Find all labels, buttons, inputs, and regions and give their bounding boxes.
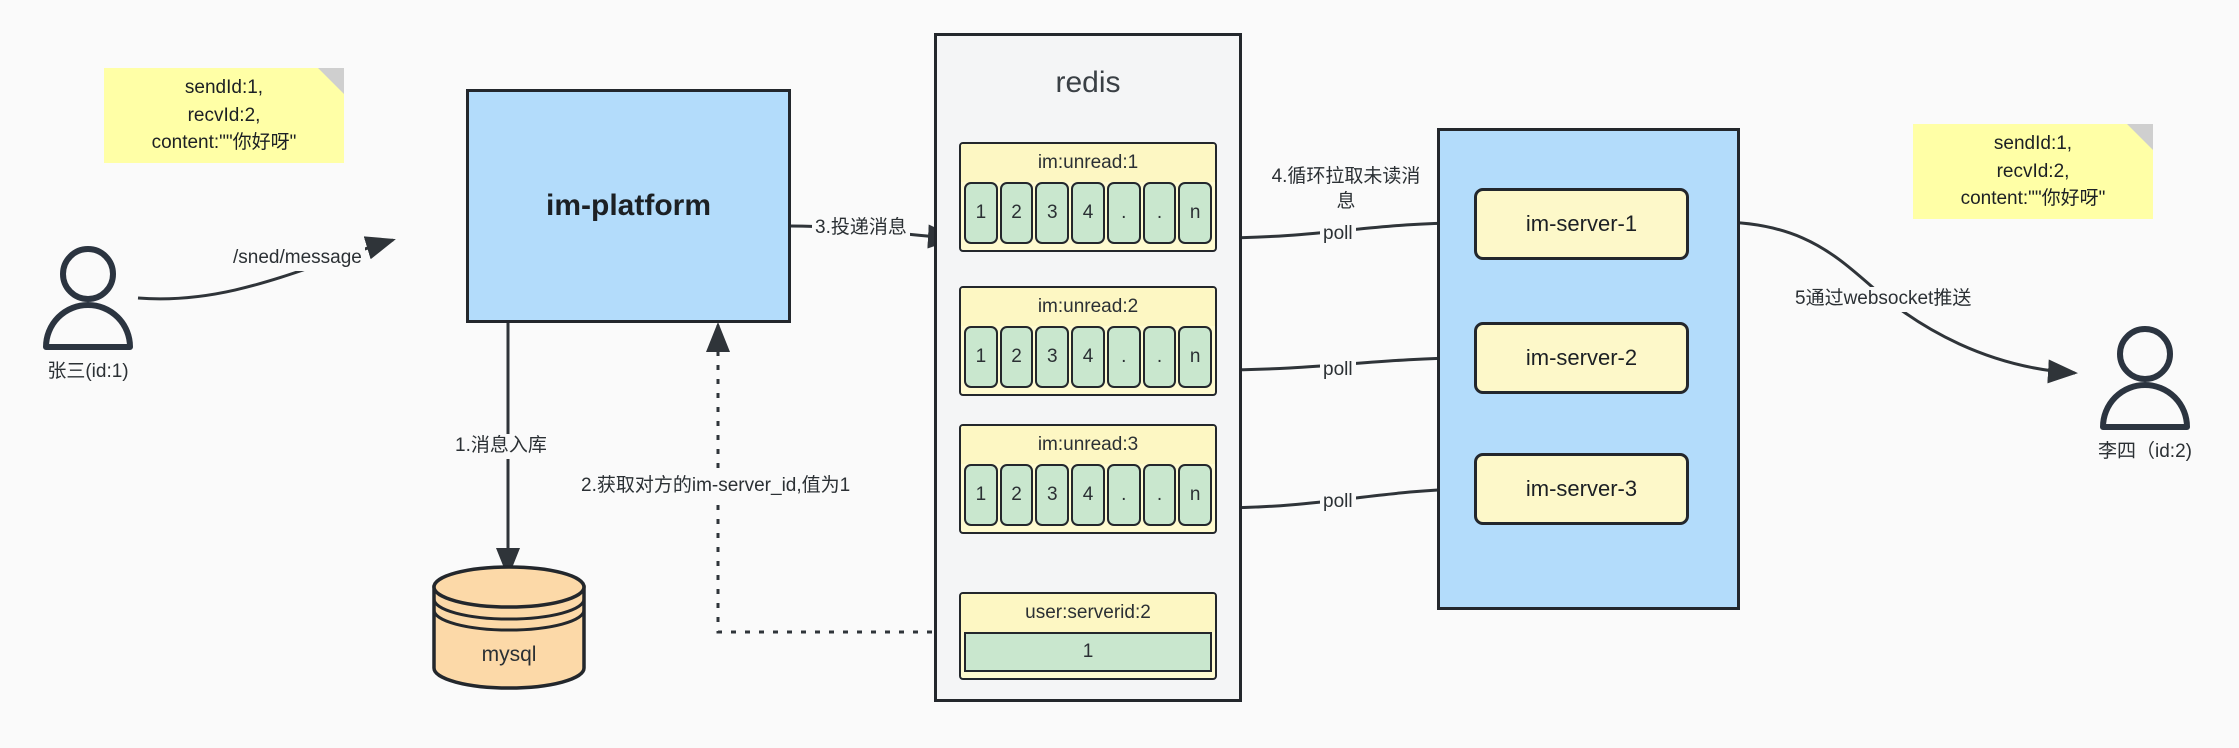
redis-cell: 3: [1035, 326, 1070, 388]
redis-cell: 1: [964, 464, 998, 526]
im-server-2[interactable]: im-server-2: [1474, 322, 1689, 394]
redis-key-im-unread-2-cells: 1 2 3 4 . . n: [961, 326, 1215, 391]
note-left-text: sendId:1, recvId:2, content:""你好呀": [151, 77, 297, 154]
database-mysql-label: mysql: [481, 643, 537, 666]
redis-cell: 2: [999, 182, 1034, 244]
redis-key-im-unread-3[interactable]: im:unread:3 1 2 3 4 . . n: [959, 424, 1217, 534]
redis-cell: .: [1142, 182, 1177, 244]
actor-receiver[interactable]: 李四（id:2): [2090, 322, 2200, 463]
database-cylinder-icon: [432, 565, 586, 690]
redis-cell: 4: [1071, 326, 1105, 388]
user-icon: [2100, 326, 2190, 430]
edge-label-step3-deliver: 3.投递消息: [812, 216, 910, 241]
redis-key-user-serverid-2[interactable]: user:serverid:2 1: [959, 592, 1217, 680]
redis-cell: 1: [964, 326, 998, 388]
redis-cell: 3: [1035, 182, 1070, 244]
redis-key-user-serverid-2-name: user:serverid:2: [961, 594, 1215, 632]
actor-sender-label: 张三(id:1): [47, 361, 129, 382]
edge-label-step5-websocket-push: 5通过websocket推送: [1792, 287, 1975, 312]
redis-cell: n: [1178, 464, 1213, 526]
redis-cell: 1: [964, 182, 998, 244]
note-left-message-payload: sendId:1, recvId:2, content:""你好呀": [104, 68, 344, 163]
actor-sender[interactable]: 张三(id:1): [33, 242, 143, 383]
note-right-message-payload: sendId:1, recvId:2, content:""你好呀": [1913, 124, 2153, 219]
edge-label-step4-poll-loop: 4.循环拉取未读消 息: [1258, 165, 1434, 215]
redis-title: redis: [1055, 66, 1121, 99]
user-icon: [43, 246, 133, 350]
im-server-1[interactable]: im-server-1: [1474, 188, 1689, 260]
redis-key-im-unread-1-cells: 1 2 3 4 . . n: [961, 182, 1215, 247]
redis-cell: .: [1106, 464, 1141, 526]
database-mysql[interactable]: mysql: [428, 565, 590, 690]
redis-key-user-serverid-2-value: 1: [964, 632, 1212, 672]
redis-key-im-unread-3-name: im:unread:3: [961, 426, 1215, 464]
note-fold-icon: [2127, 124, 2153, 150]
service-im-platform[interactable]: im-platform: [466, 89, 791, 323]
redis-cell: .: [1106, 182, 1141, 244]
redis-cell: 2: [999, 464, 1034, 526]
edge-label-step1-persist: 1.消息入库: [452, 434, 550, 459]
note-right-text: sendId:1, recvId:2, content:""你好呀": [1960, 133, 2106, 210]
edge-label-send-message: /sned/message: [230, 246, 365, 271]
im-server-3-label: im-server-3: [1525, 476, 1638, 501]
redis-cell: .: [1142, 326, 1177, 388]
redis-cell: 4: [1071, 182, 1105, 244]
im-server-3[interactable]: im-server-3: [1474, 453, 1689, 525]
im-server-2-label: im-server-2: [1525, 345, 1638, 370]
redis-key-im-unread-2[interactable]: im:unread:2 1 2 3 4 . . n: [959, 286, 1217, 396]
service-im-platform-label: im-platform: [546, 189, 711, 222]
redis-cell: 3: [1035, 464, 1070, 526]
im-server-1-label: im-server-1: [1525, 211, 1638, 236]
redis-cell: n: [1178, 326, 1213, 388]
redis-key-im-unread-2-name: im:unread:2: [961, 288, 1215, 326]
redis-key-im-unread-1-name: im:unread:1: [961, 144, 1215, 182]
note-fold-icon: [318, 68, 344, 94]
redis-key-im-unread-1[interactable]: im:unread:1 1 2 3 4 . . n: [959, 142, 1217, 252]
redis-cell: .: [1142, 464, 1177, 526]
redis-cell: n: [1178, 182, 1213, 244]
edge-label-step2-lookup: 2.获取对方的im-server_id,值为1: [578, 474, 854, 499]
redis-key-im-unread-3-cells: 1 2 3 4 . . n: [961, 464, 1215, 529]
redis-cell: 2: [999, 326, 1034, 388]
edge-label-poll-2: poll: [1320, 358, 1356, 383]
edge-label-poll-3: poll: [1320, 490, 1356, 515]
redis-cell: 4: [1071, 464, 1105, 526]
actor-receiver-label: 李四（id:2): [2098, 441, 2192, 462]
edge-label-poll-1: poll: [1320, 222, 1356, 247]
redis-cell: .: [1106, 326, 1141, 388]
